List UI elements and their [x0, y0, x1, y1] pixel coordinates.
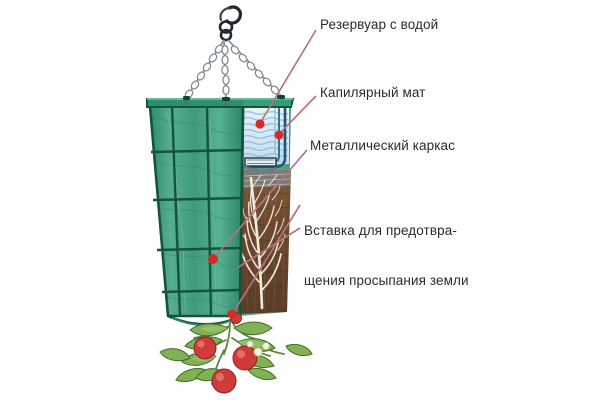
- tomato-plant: [159, 312, 313, 394]
- leader-line-mat: [279, 95, 317, 134]
- leader-line-insert-upper: [232, 204, 301, 314]
- hook-icon: [218, 5, 242, 42]
- label-reservoir: Резервуар с водой: [320, 17, 439, 32]
- leader-line-insert-lower: [236, 227, 301, 269]
- label-insert: Вставка для предотвра- щения просыпания …: [304, 190, 469, 322]
- marker-insert: [227, 309, 237, 319]
- label-metal-frame: Металлический каркас: [310, 138, 456, 153]
- leader-lines: [213, 29, 317, 314]
- capillary-mat: [243, 157, 278, 172]
- leader-markers: [208, 119, 284, 319]
- leader-line-reservoir: [261, 29, 317, 121]
- suspension-chain: [184, 39, 282, 100]
- tomato-fruits: [193, 312, 258, 394]
- marker-frame: [208, 254, 218, 264]
- leader-line-frame: [213, 149, 308, 259]
- marker-mat: [274, 130, 284, 140]
- marker-reservoir: [255, 119, 265, 129]
- label-insert-line2: щения просыпания земли: [304, 272, 469, 288]
- container-rim: [146, 95, 295, 108]
- label-capillary-mat: Капилярный мат: [320, 85, 426, 100]
- label-insert-line1: Вставка для предотвра-: [304, 223, 457, 238]
